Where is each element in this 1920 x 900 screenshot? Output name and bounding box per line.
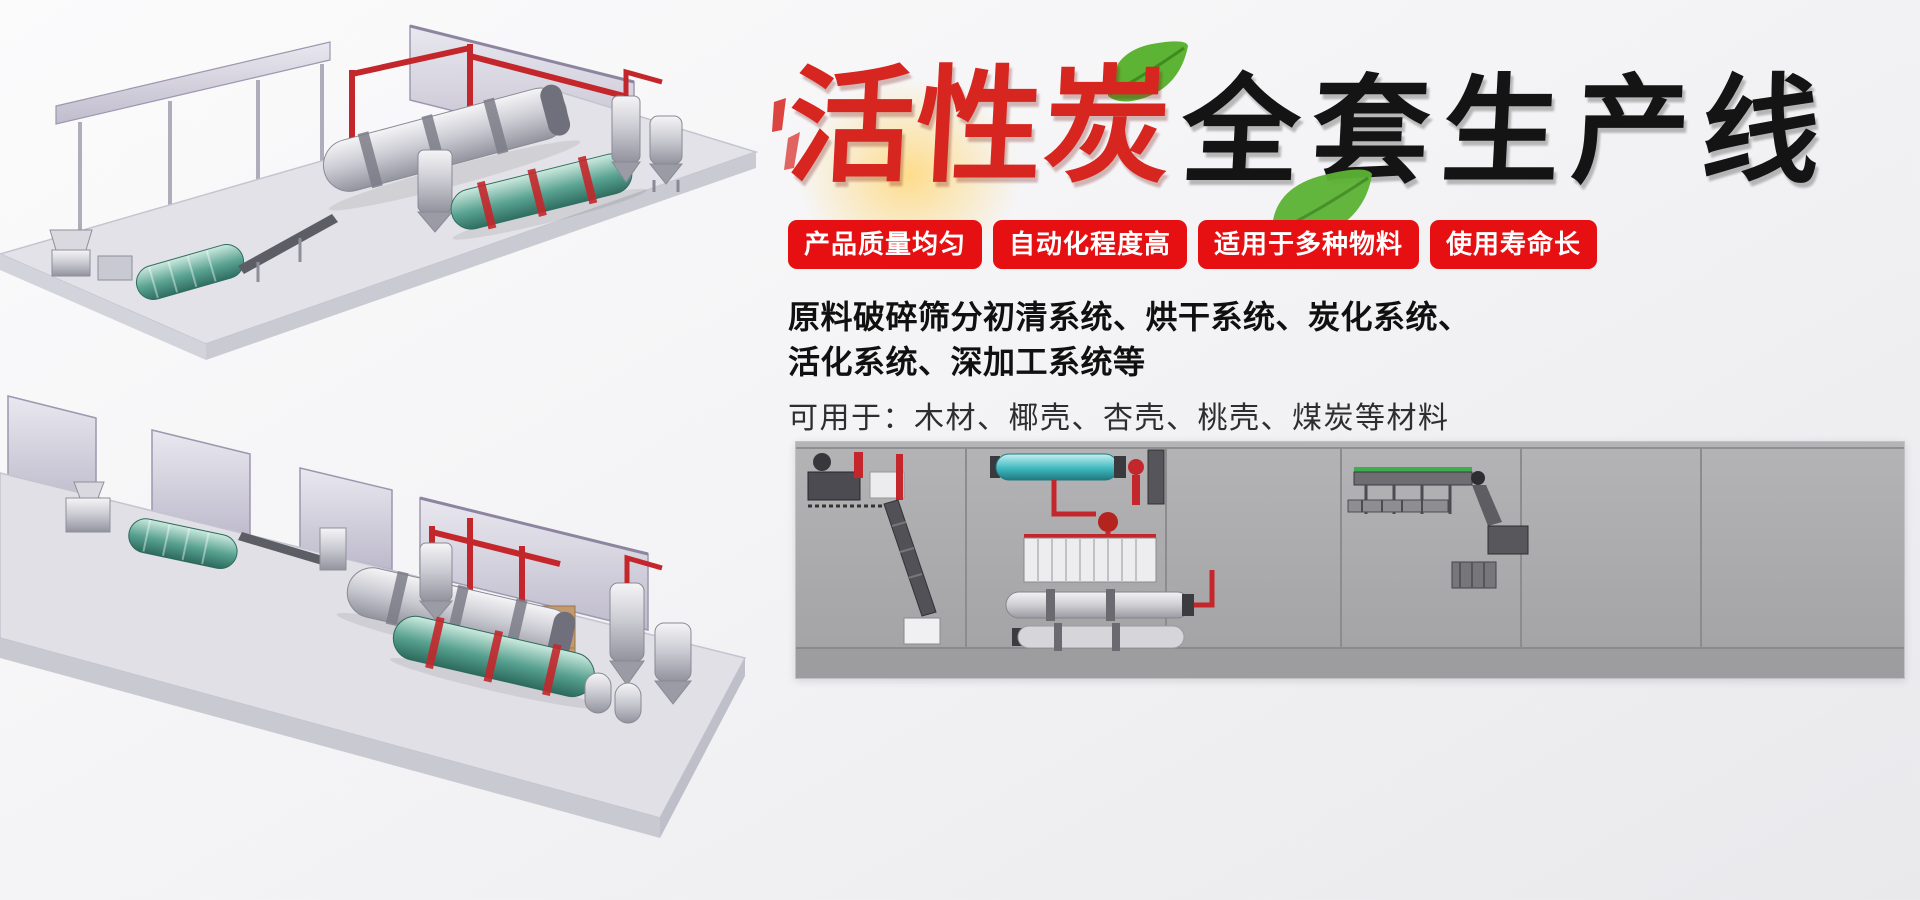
fan-feed-unit: [807, 452, 905, 508]
crusher-unit: [65, 481, 111, 533]
collection-box: [1451, 485, 1529, 589]
systems-description: 原料破碎筛分初清系统、烘干系统、炭化系统、 活化系统、深加工系统等: [788, 295, 1920, 386]
feature-badge: 适用于多种物料: [1198, 220, 1420, 269]
cooling-drum: [990, 453, 1144, 505]
title-red: 活性炭: [784, 59, 1176, 198]
heat-exchanger-block: [1023, 534, 1157, 583]
storage-silo: [648, 115, 684, 192]
production-line-render-top: [0, 24, 759, 360]
furnace-tower: [611, 68, 663, 183]
red-pipe-network: [1051, 449, 1165, 552]
schematic-background: [796, 442, 1904, 678]
screening-drum: [128, 518, 238, 570]
transfer-conveyor: [238, 527, 347, 571]
inclined-conveyor: [238, 214, 338, 282]
hero-text-block: 活性炭 全套生产线 产品质量均匀 自动化程度高 适用于多种物料 使用寿命长 原料…: [754, 40, 1920, 437]
feature-badge: 使用寿命长: [1430, 220, 1598, 269]
storage-silo: [584, 622, 693, 724]
activation-drum: [450, 153, 647, 240]
discharge-conveyor: [1347, 467, 1485, 514]
feature-badge: 产品质量均匀: [788, 220, 983, 269]
schematic-floor: [796, 648, 1904, 678]
systems-description-line1: 原料破碎筛分初清系统、烘干系统、炭化系统、: [788, 298, 1471, 335]
main-title: 活性炭 全套生产线: [784, 59, 1920, 198]
systems-description-line2: 活化系统、深加工系统等: [788, 343, 1146, 380]
buffer-tank: [416, 149, 454, 233]
activation-drum: [390, 615, 601, 709]
rotary-drum-lower: [1012, 623, 1185, 651]
production-line-schematic-panel: [795, 441, 1905, 679]
rotary-drum-upper: [1005, 570, 1215, 621]
bucket-elevator: [883, 499, 941, 645]
screening-drum: [135, 244, 245, 300]
production-line-render-bottom: [0, 395, 747, 838]
feature-badge: 自动化程度高: [993, 220, 1188, 269]
brush-stroke-accent: [772, 98, 800, 170]
materials-line: 可用于：木材、椰壳、杏壳、桃壳、煤炭等材料: [788, 402, 1450, 436]
furnace-tower: [609, 554, 663, 686]
feed-hopper: [49, 229, 133, 281]
buffer-tank: [418, 542, 454, 621]
feature-badges: 产品质量均匀 自动化程度高 适用于多种物料 使用寿命长: [788, 220, 1920, 269]
title-black: 全套生产线: [1178, 67, 1836, 198]
